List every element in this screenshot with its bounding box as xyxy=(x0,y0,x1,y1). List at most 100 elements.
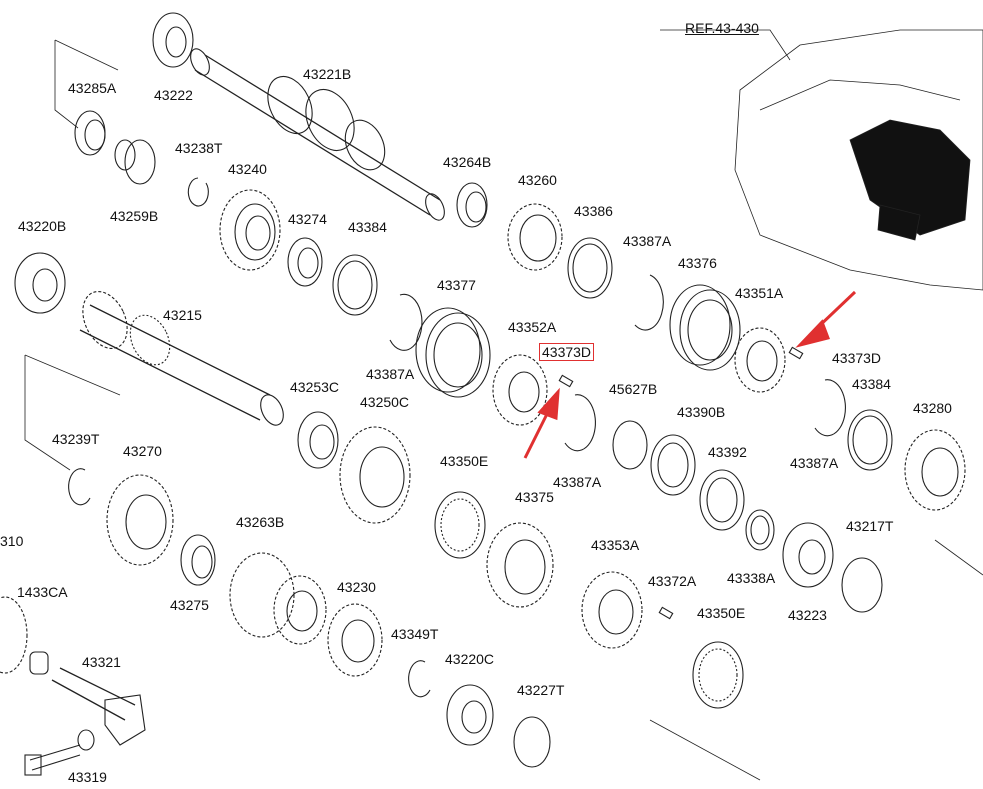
part-label-43384-upper[interactable]: 43384 xyxy=(348,219,387,235)
part-label-43352A[interactable]: 43352A xyxy=(508,319,557,335)
part-label-43375[interactable]: 43375 xyxy=(515,489,554,505)
gear-43230 xyxy=(327,603,383,677)
washer-43338A xyxy=(745,509,775,551)
needle-bearing-43274 xyxy=(287,237,323,287)
part-label-43259B[interactable]: 43259B xyxy=(110,208,159,224)
part-label-43319[interactable]: 43319 xyxy=(68,769,107,785)
snap-ring-43387A-4 xyxy=(814,379,846,437)
part-label-43274[interactable]: 43274 xyxy=(288,211,327,227)
ref-label: REF.43-430 xyxy=(685,20,759,36)
part-label-43227T[interactable]: 43227T xyxy=(517,682,565,698)
part-label-43373D-right[interactable]: 43373D xyxy=(832,350,882,366)
part-label-43387A-right[interactable]: 43387A xyxy=(790,455,839,471)
part-label-43387A-upper[interactable]: 43387A xyxy=(623,233,672,249)
part-label-43373D-highlighted[interactable]: 43373D xyxy=(539,343,595,361)
part-label-43280[interactable]: 43280 xyxy=(913,400,952,416)
part-label-43240[interactable]: 43240 xyxy=(228,161,267,177)
synchro-ring-43390B xyxy=(650,434,696,496)
part-label-43220B[interactable]: 43220B xyxy=(18,218,67,234)
gear-43260 xyxy=(507,203,563,271)
part-label-43230[interactable]: 43230 xyxy=(337,579,376,595)
synchro-ring-43350E-upper xyxy=(434,491,486,559)
part-label-45627B[interactable]: 45627B xyxy=(609,381,658,397)
part-label-43350E-lower[interactable]: 43350E xyxy=(697,605,746,621)
gear-43240 xyxy=(219,189,281,271)
part-label-43217T[interactable]: 43217T xyxy=(846,518,894,534)
gear-43250C xyxy=(339,426,411,524)
snap-ring-43349T xyxy=(408,660,431,698)
part-label-43220C[interactable]: 43220C xyxy=(445,651,495,667)
sleeve-43377 xyxy=(415,307,491,398)
part-label-43250C[interactable]: 43250C xyxy=(360,394,410,410)
leader-lines xyxy=(24,29,983,781)
shim-43217T xyxy=(841,557,883,613)
part-label-43349T[interactable]: 43349T xyxy=(391,626,439,642)
part-label-43239T[interactable]: 43239T xyxy=(52,431,100,447)
bolt-43319 xyxy=(24,729,95,776)
hub-43352A xyxy=(492,354,548,426)
key-43373D-right xyxy=(788,346,804,360)
part-label-43215[interactable]: 43215 xyxy=(163,307,202,323)
part-label-310[interactable]: 310 xyxy=(0,533,24,549)
part-label-43386[interactable]: 43386 xyxy=(574,203,613,219)
part-label-43221B[interactable]: 43221B xyxy=(303,66,352,82)
part-label-43260[interactable]: 43260 xyxy=(518,172,557,188)
part-label-43350E-upper[interactable]: 43350E xyxy=(440,453,489,469)
snap-ring-43387A-2 xyxy=(634,274,664,331)
sleeve-43376 xyxy=(669,284,741,371)
upper-main-shaft xyxy=(190,48,445,221)
snap-ring-43239T xyxy=(68,468,91,506)
gear-43375 xyxy=(486,522,554,608)
part-label-43285A[interactable]: 43285A xyxy=(68,80,117,96)
part-label-43353A[interactable]: 43353A xyxy=(591,537,640,553)
part-label-43275[interactable]: 43275 xyxy=(170,597,209,613)
part-label-43377[interactable]: 43377 xyxy=(437,277,476,293)
snap-ring-43387A-1 xyxy=(389,293,423,351)
part-label-43384-right[interactable]: 43384 xyxy=(852,376,891,392)
gear-43270 xyxy=(106,474,174,566)
key-43372A xyxy=(658,606,674,620)
part-label-43387A-middle-left[interactable]: 43387A xyxy=(366,366,415,382)
hub-43351A xyxy=(734,327,786,393)
gear-310-partial xyxy=(0,596,28,674)
part-label-43321[interactable]: 43321 xyxy=(82,654,121,670)
needle-bearing-43285A xyxy=(74,110,106,156)
part-label-43263B[interactable]: 43263B xyxy=(236,514,285,530)
synchro-ring-43350E-lower xyxy=(692,641,744,709)
bearing-43223 xyxy=(782,522,834,588)
part-label-43222[interactable]: 43222 xyxy=(154,87,193,103)
bearing-43220B xyxy=(14,252,66,314)
bearing-43220C xyxy=(446,684,494,746)
part-label-43223[interactable]: 43223 xyxy=(788,607,827,623)
part-label-43372A[interactable]: 43372A xyxy=(648,573,697,589)
key-43373D-left xyxy=(558,374,574,388)
bushing-43253C xyxy=(297,411,339,469)
part-label-1433CA[interactable]: 1433CA xyxy=(17,584,68,600)
part-label-43264B[interactable]: 43264B xyxy=(443,154,492,170)
part-label-43238T[interactable]: 43238T xyxy=(175,140,223,156)
bushing-43259B xyxy=(114,139,156,185)
lower-main-shaft xyxy=(79,290,284,426)
shift-rod-43321 xyxy=(51,667,146,746)
needle-bearing-43264B xyxy=(456,182,488,228)
part-label-43253C[interactable]: 43253C xyxy=(290,379,340,395)
part-label-43270[interactable]: 43270 xyxy=(123,443,162,459)
gear-43280 xyxy=(904,429,966,511)
snap-ring-43238T xyxy=(187,177,209,207)
needle-bearing-43275 xyxy=(180,534,216,586)
synchro-ring-43392 xyxy=(699,469,745,531)
synchro-ring-43386 xyxy=(567,237,613,299)
part-label-43392[interactable]: 43392 xyxy=(708,444,747,460)
part-label-43387A-lower-middle[interactable]: 43387A xyxy=(553,474,602,490)
transmission-case-thumbnail xyxy=(734,29,983,291)
synchro-ring-43384-right xyxy=(847,409,893,471)
part-label-43390B[interactable]: 43390B xyxy=(677,404,726,420)
part-label-43376[interactable]: 43376 xyxy=(678,255,717,271)
part-label-43338A[interactable]: 43338A xyxy=(727,570,776,586)
part-label-43351A[interactable]: 43351A xyxy=(735,285,784,301)
red-arrows xyxy=(523,290,857,459)
shim-43227T xyxy=(513,716,551,768)
hub-43353A xyxy=(581,571,643,649)
bearing-43222 xyxy=(152,12,194,68)
